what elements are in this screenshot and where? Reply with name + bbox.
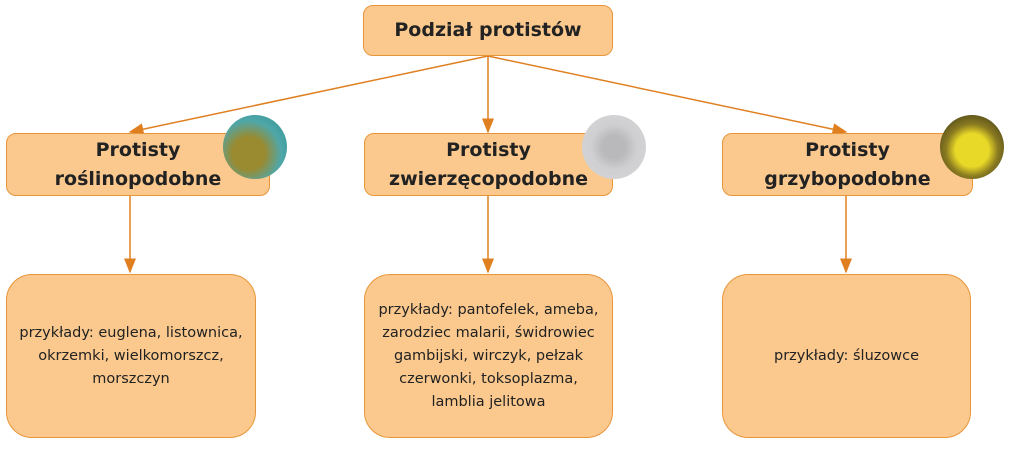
examples-text: przykłady: pantofelek, ameba, zarodziec … [378, 301, 599, 410]
examples-text: przykłady: euglena, listownica, okrzemki… [19, 324, 243, 387]
slime-mold-image [940, 115, 1004, 179]
examples-animal-like: przykłady: pantofelek, ameba, zarodziec … [364, 274, 613, 438]
seaweed-image [223, 115, 287, 179]
group-title: Protisty zwierzęcopodobne [389, 138, 588, 190]
group-node-animal-like: Protisty zwierzęcopodobne [364, 133, 613, 196]
root-label: Podział protistów [394, 19, 582, 41]
group-node-fungus-like: Protisty grzybopodobne [722, 133, 973, 196]
root-node: Podział protistów [363, 5, 613, 56]
examples-plant-like: przykłady: euglena, listownica, okrzemki… [6, 274, 256, 438]
paramecium-image [582, 115, 646, 179]
group-title: Protisty roślinopodobne [54, 138, 222, 190]
examples-text: przykłady: śluzowce [774, 347, 919, 364]
group-node-plant-like: Protisty roślinopodobne [6, 133, 270, 196]
examples-fungus-like: przykłady: śluzowce [722, 274, 971, 438]
group-title: Protisty grzybopodobne [764, 138, 931, 190]
